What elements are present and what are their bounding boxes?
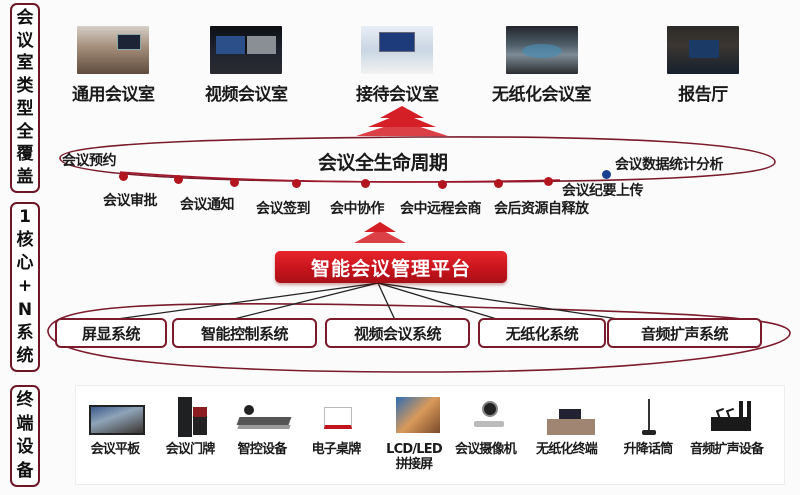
video-wall-icon xyxy=(384,395,444,437)
side-char: 终 xyxy=(16,390,34,411)
device-label: 会议门牌 xyxy=(165,442,216,457)
control-device-icon xyxy=(232,395,292,437)
device-label: LCD/LED 拼接屏 xyxy=(386,442,443,473)
side-char: 统 xyxy=(16,345,34,366)
camera-icon xyxy=(456,395,516,437)
step-dot xyxy=(119,172,128,181)
door-sign-icon xyxy=(160,395,220,437)
side-char: 型 xyxy=(16,98,34,119)
side-char: 备 xyxy=(16,460,34,481)
reception-meeting-room-photo xyxy=(361,26,434,74)
audio-speaker-icon xyxy=(697,395,757,437)
device-label: 智控设备 xyxy=(237,442,288,457)
system-paperless: 无纸化系统 xyxy=(478,318,606,348)
step-notification: 会议通知 xyxy=(180,197,235,213)
step-dot-highlight xyxy=(602,170,611,179)
room-type-lecture-hall: 报告厅 xyxy=(667,26,739,105)
device-lifting-microphone: 升降话筒 xyxy=(618,395,678,458)
step-resource-release: 会后资源自释放 xyxy=(494,201,589,217)
side-char: 覆 xyxy=(16,144,34,165)
general-meeting-room-photo xyxy=(77,26,150,74)
side-char: 会 xyxy=(16,7,34,28)
device-label: 会议摄像机 xyxy=(455,442,517,457)
step-dot xyxy=(174,175,183,184)
device-label-line1: LCD/LED xyxy=(386,442,443,457)
room-type-label: 无纸化会议室 xyxy=(492,85,592,105)
side-label-core-systems: 1 核 心 + N 系 统 xyxy=(10,202,40,372)
step-remote-consultation: 会中远程会商 xyxy=(400,201,482,217)
side-char: 心 xyxy=(16,253,34,274)
room-type-general: 通用会议室 xyxy=(72,26,155,105)
system-display: 屏显系统 xyxy=(55,318,167,348)
room-type-label: 通用会议室 xyxy=(72,85,155,105)
device-video-wall: LCD/LED 拼接屏 xyxy=(384,395,444,473)
side-char: 1 xyxy=(19,207,31,228)
video-meeting-room-photo xyxy=(210,26,283,74)
step-dot xyxy=(438,180,447,189)
step-dot xyxy=(292,179,301,188)
step-dot xyxy=(230,178,239,187)
device-label: 无纸化终端 xyxy=(536,442,598,457)
device-label: 电子桌牌 xyxy=(311,442,362,457)
device-tablet: 会议平板 xyxy=(85,395,145,458)
device-label: 升降话筒 xyxy=(623,442,674,457)
paperless-meeting-room-photo xyxy=(505,26,578,74)
lifting-microphone-icon xyxy=(618,395,678,437)
paperless-terminal-icon xyxy=(537,395,597,437)
step-collaboration: 会中协作 xyxy=(330,201,385,217)
device-label-line2: 拼接屏 xyxy=(395,456,433,472)
step-approval: 会议审批 xyxy=(103,193,158,209)
room-type-reception: 接待会议室 xyxy=(356,26,439,105)
device-label: 会议平板 xyxy=(90,442,141,457)
device-control: 智控设备 xyxy=(232,395,292,458)
side-char: 类 xyxy=(16,76,34,97)
desk-nameplate-icon xyxy=(306,395,366,437)
device-desk-nameplate: 电子桌牌 xyxy=(306,395,366,458)
side-char: 系 xyxy=(16,322,34,343)
device-label: 音频扩声设备 xyxy=(690,442,764,457)
lecture-hall-photo xyxy=(667,26,739,74)
room-type-label: 报告厅 xyxy=(678,85,728,105)
lifecycle-title: 会议全生命周期 xyxy=(318,152,448,174)
side-char: 室 xyxy=(16,53,34,74)
side-char: + xyxy=(17,276,33,297)
device-audio: 音频扩声设备 xyxy=(690,395,764,458)
device-door-sign: 会议门牌 xyxy=(160,395,220,458)
side-char: N xyxy=(17,299,33,320)
step-dot xyxy=(494,179,503,188)
step-dot xyxy=(544,177,553,186)
system-smart-control: 智能控制系统 xyxy=(172,318,317,348)
room-type-paperless: 无纸化会议室 xyxy=(492,26,592,105)
tablet-icon xyxy=(85,395,145,437)
room-type-label: 接待会议室 xyxy=(356,85,439,105)
side-char: 设 xyxy=(16,437,34,458)
management-platform: 智能会议管理平台 xyxy=(275,251,507,283)
side-char: 核 xyxy=(16,230,34,251)
side-char: 盖 xyxy=(16,167,34,188)
step-reservation: 会议预约 xyxy=(62,153,117,169)
system-audio: 音频扩声系统 xyxy=(607,318,762,348)
room-type-video: 视频会议室 xyxy=(205,26,288,105)
device-camera: 会议摄像机 xyxy=(455,395,517,458)
step-minutes-upload: 会议纪要上传 xyxy=(562,183,644,199)
side-char: 端 xyxy=(16,413,34,434)
step-data-analytics: 会议数据统计分析 xyxy=(615,157,724,173)
system-video-conference: 视频会议系统 xyxy=(325,318,470,348)
side-label-room-types: 会 议 室 类 型 全 覆 盖 xyxy=(10,3,40,193)
room-type-label: 视频会议室 xyxy=(205,85,288,105)
step-check-in: 会议签到 xyxy=(256,201,311,217)
side-char: 议 xyxy=(16,30,34,51)
side-label-terminal-devices: 终 端 设 备 xyxy=(10,385,40,487)
step-dot xyxy=(361,179,370,188)
side-char: 全 xyxy=(16,121,34,142)
device-paperless-terminal: 无纸化终端 xyxy=(536,395,598,458)
